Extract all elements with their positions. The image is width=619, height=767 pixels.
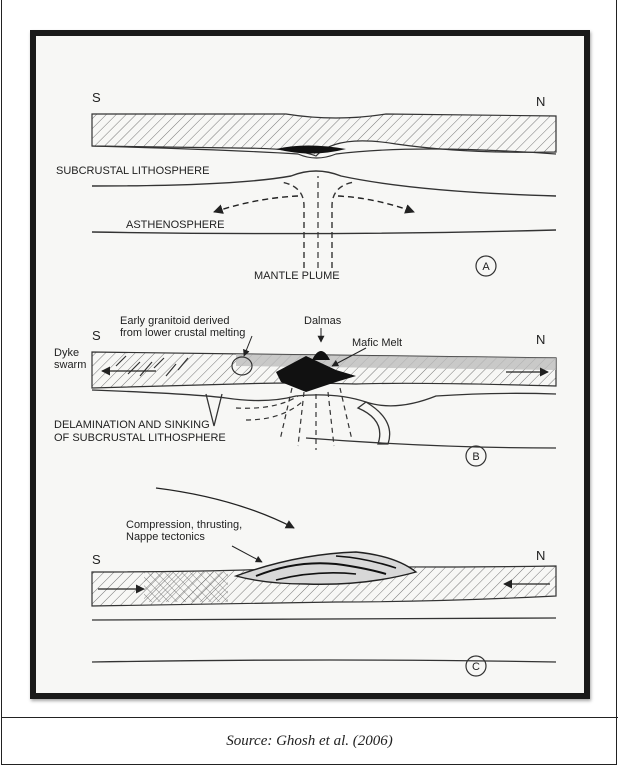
delamination-label-2: OF SUBCRUSTAL LITHOSPHERE — [54, 432, 226, 444]
panel-c: S N Compression, thrusting, Nappe tecton… — [92, 519, 556, 676]
south-label-a: S — [92, 90, 101, 105]
granitoid-pointer — [244, 336, 252, 356]
granitoid-label-1: Early granitoid derived — [120, 315, 229, 327]
asthenosphere-base-c — [92, 660, 556, 662]
dalmas-body — [312, 351, 330, 360]
dalmas-label: Dalmas — [304, 315, 342, 327]
delamination-slab — [358, 402, 390, 444]
panel-b: S N Early granitoid derived from lower c… — [54, 315, 556, 528]
figure-canvas: S N SUBCRUSTAL LITHOSPHERE ASTHENOSPHERE… — [36, 36, 584, 693]
north-label-a: N — [536, 94, 545, 109]
caption-text: Source: Ghosh et al. (2006) — [226, 733, 393, 749]
plume-stem-left — [281, 182, 304, 268]
compression-label-2: Nappe tectonics — [126, 531, 205, 543]
subcrustal-lithosphere-label: SUBCRUSTAL LITHOSPHERE — [56, 165, 209, 177]
crosshatch-zone — [144, 572, 228, 602]
mafic-melt-label: Mafic Melt — [352, 337, 402, 349]
plume-stem-right — [332, 182, 354, 268]
dyke-label-2: swarm — [54, 359, 86, 371]
plume-arrow-left — [214, 196, 298, 212]
north-label-c: N — [536, 548, 545, 563]
south-label-c: S — [92, 552, 101, 567]
dyke-label-1: Dyke — [54, 347, 79, 359]
panel-a: S N SUBCRUSTAL LITHOSPHERE ASTHENOSPHERE… — [56, 90, 556, 282]
granitoid-label-2: from lower crustal melting — [120, 327, 245, 339]
figure-frame: S N SUBCRUSTAL LITHOSPHERE ASTHENOSPHERE… — [30, 30, 590, 699]
south-label-b: S — [92, 328, 101, 343]
compression-pointer — [232, 546, 262, 562]
panel-marker-c-text: C — [472, 661, 480, 673]
asthenosphere-label: ASTHENOSPHERE — [126, 219, 224, 231]
compression-label-1: Compression, thrusting, — [126, 519, 242, 531]
lithosphere-base-b — [92, 390, 556, 406]
lithosphere-base-c — [92, 618, 556, 620]
panel-marker-b-text: B — [472, 451, 479, 463]
plume-arrow-right — [338, 196, 414, 212]
caption-divider — [1, 717, 618, 718]
delamination-label-1: DELAMINATION AND SINKING — [54, 419, 210, 431]
north-label-b: N — [536, 332, 545, 347]
figure-caption: Source: Ghosh et al. (2006) — [0, 733, 619, 750]
mantle-plume-label: MANTLE PLUME — [254, 270, 340, 282]
asthenosphere-base-b — [306, 438, 556, 448]
tectonic-diagram: S N SUBCRUSTAL LITHOSPHERE ASTHENOSPHERE… — [36, 36, 584, 693]
panel-marker-a-text: A — [482, 261, 490, 273]
